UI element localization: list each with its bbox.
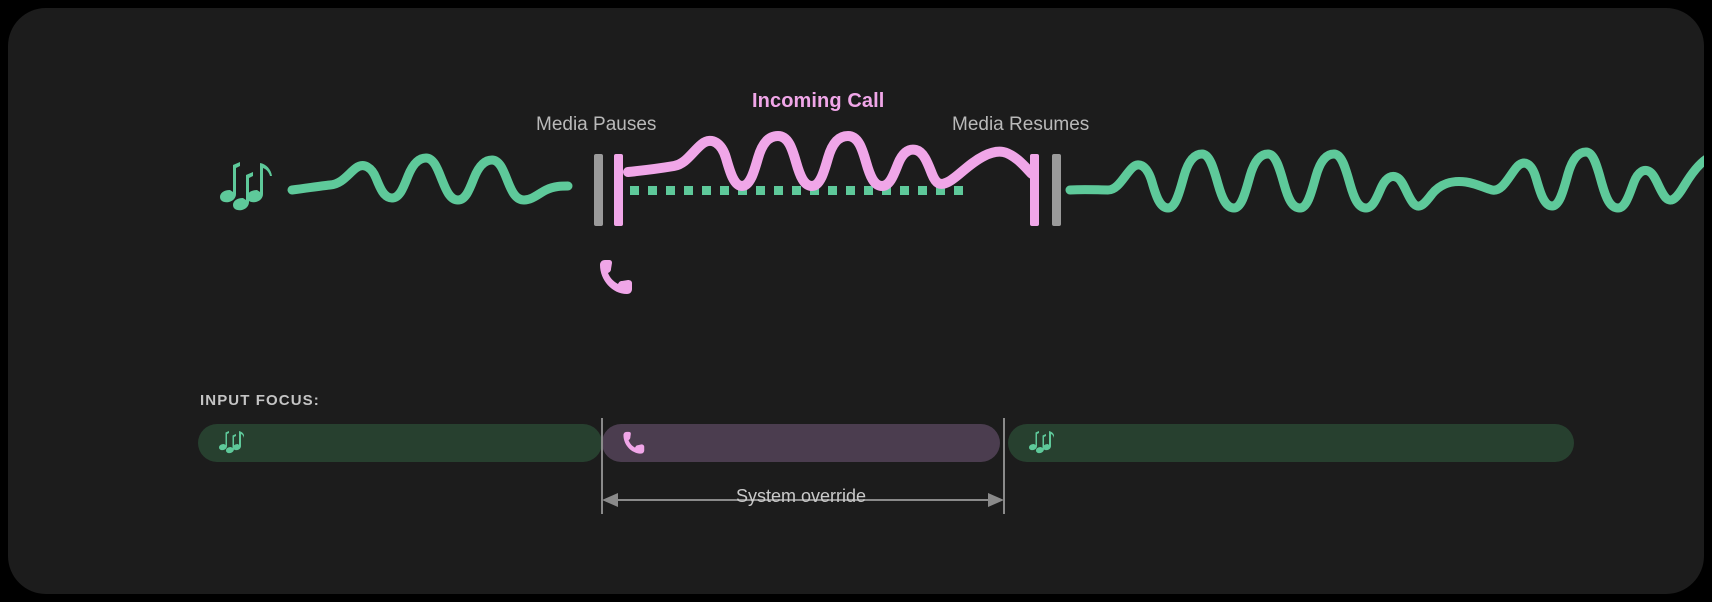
- pause-marker-pink: [614, 154, 623, 226]
- pause-marker-grey: [594, 154, 603, 226]
- music-notes-icon: [1029, 431, 1054, 454]
- media-wave-before: [287, 153, 573, 205]
- system-override-bracket: [601, 418, 1005, 514]
- diagram-card: Incoming Call Media Pauses Media Resumes: [8, 8, 1704, 594]
- override-arrow-head-right: [988, 493, 1004, 507]
- focus-segment-media-right[interactable]: [1008, 424, 1574, 462]
- incoming-call-label: Incoming Call: [752, 90, 885, 112]
- phone-handset-icon: [600, 260, 632, 294]
- music-notes-icon: [219, 431, 244, 454]
- media-wave-after: [1065, 147, 1704, 213]
- muted-media-dots: [630, 186, 963, 195]
- focus-segment-call[interactable]: [602, 424, 1000, 462]
- resume-marker-grey: [1052, 154, 1061, 226]
- audio-waveform: [287, 131, 1704, 226]
- media-resumes-label: Media Resumes: [952, 114, 1090, 135]
- phone-handset-icon: [623, 431, 645, 454]
- music-notes-icon: [220, 162, 272, 211]
- focus-segment-media-left[interactable]: [198, 424, 602, 462]
- media-pauses-label: Media Pauses: [536, 114, 657, 135]
- call-wave: [623, 131, 1037, 191]
- override-arrow-head-left: [602, 493, 618, 507]
- resume-marker-pink: [1030, 154, 1039, 226]
- input-focus-title: INPUT FOCUS:: [200, 392, 320, 409]
- system-override-label: System override: [735, 486, 867, 506]
